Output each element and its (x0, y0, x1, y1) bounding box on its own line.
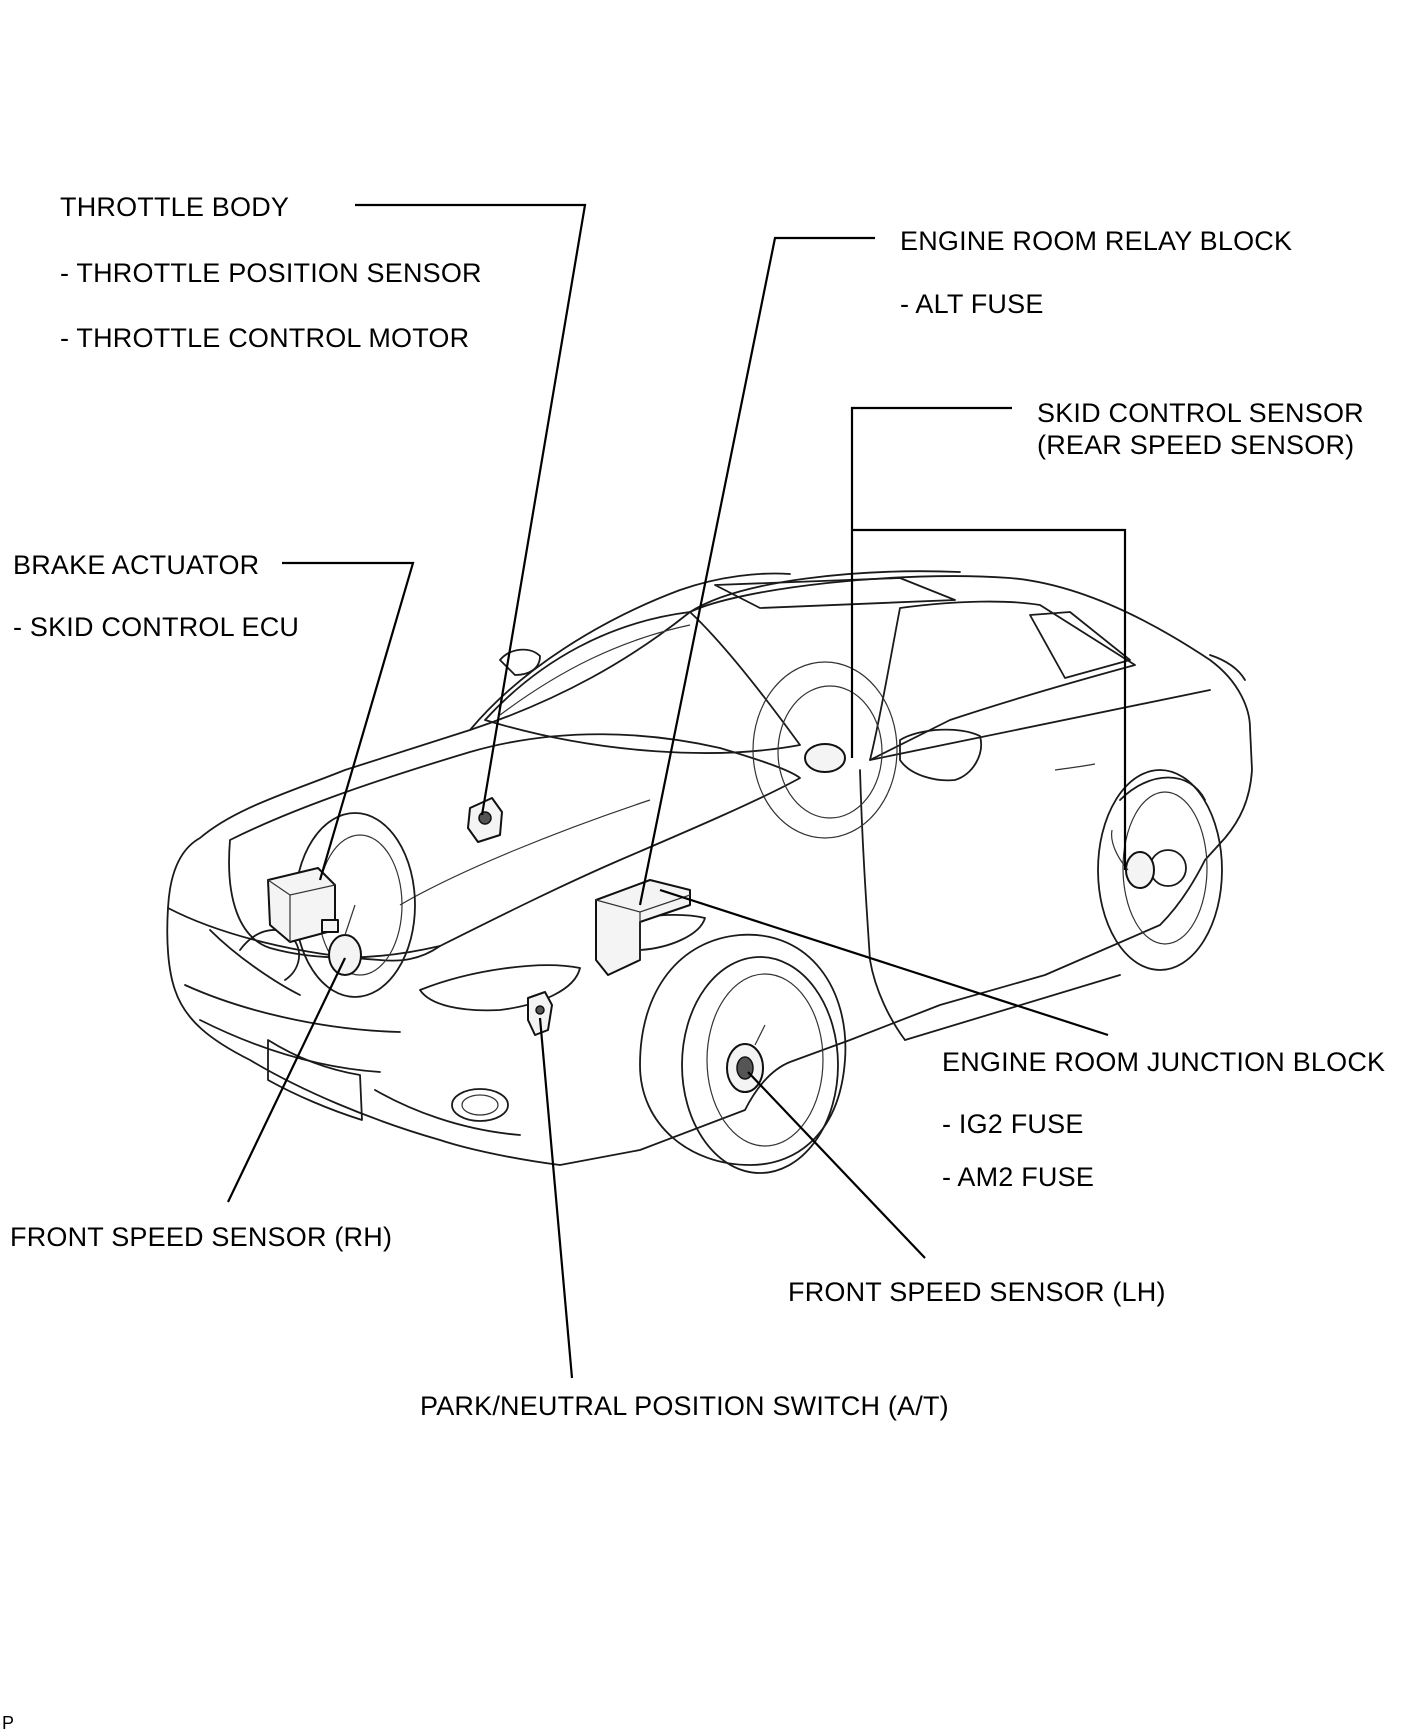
label-skid-control-sensor: SKID CONTROL SENSOR (1037, 398, 1364, 428)
label-throttle-position-sensor: - THROTTLE POSITION SENSOR (60, 258, 482, 288)
car-body-outline (166, 570, 1253, 1174)
leader-front-speed-sensor-rh (227, 957, 346, 1203)
label-engine-room-junction-block: ENGINE ROOM JUNCTION BLOCK (942, 1047, 1386, 1077)
front-speed-sensor-lh-part (726, 1024, 766, 1093)
engine-room-block-part (595, 879, 691, 976)
brake-actuator-part (267, 867, 339, 943)
leader-brake-actuator (282, 561, 415, 881)
label-skid-control-ecu: - SKID CONTROL ECU (13, 612, 300, 642)
rear-speed-sensor-part (804, 743, 1155, 889)
leader-park-neutral-switch (538, 1017, 574, 1379)
label-rear-speed-sensor: (REAR SPEED SENSOR) (1037, 430, 1355, 460)
label-engine-room-relay-block: ENGINE ROOM RELAY BLOCK (900, 226, 1293, 256)
leader-throttle-body (355, 203, 587, 816)
label-front-speed-sensor-lh: FRONT SPEED SENSOR (LH) (788, 1277, 1166, 1307)
leader-engine-room-junction-block (659, 888, 1109, 1037)
leader-skid-control-sensor (850, 406, 1012, 758)
throttle-body-part (467, 797, 503, 843)
front-speed-sensor-rh-part (328, 904, 362, 976)
label-park-neutral-switch: PARK/NEUTRAL POSITION SWITCH (A/T) (420, 1391, 949, 1421)
figure-reference-code: P (2, 1713, 15, 1733)
leader-front-speed-sensor-lh (747, 1071, 926, 1259)
label-throttle-control-motor: - THROTTLE CONTROL MOTOR (60, 323, 470, 353)
label-brake-actuator: BRAKE ACTUATOR (13, 550, 260, 580)
label-ig2-fuse: - IG2 FUSE (942, 1109, 1084, 1139)
label-front-speed-sensor-rh: FRONT SPEED SENSOR (RH) (10, 1222, 393, 1252)
label-throttle-body: THROTTLE BODY (60, 192, 290, 222)
park-neutral-switch-part (527, 991, 553, 1036)
label-alt-fuse: - ALT FUSE (900, 289, 1044, 319)
leader-skid-control-sensor-rear (852, 528, 1127, 870)
leader-engine-room-relay-block (638, 236, 875, 906)
label-am2-fuse: - AM2 FUSE (942, 1162, 1095, 1192)
